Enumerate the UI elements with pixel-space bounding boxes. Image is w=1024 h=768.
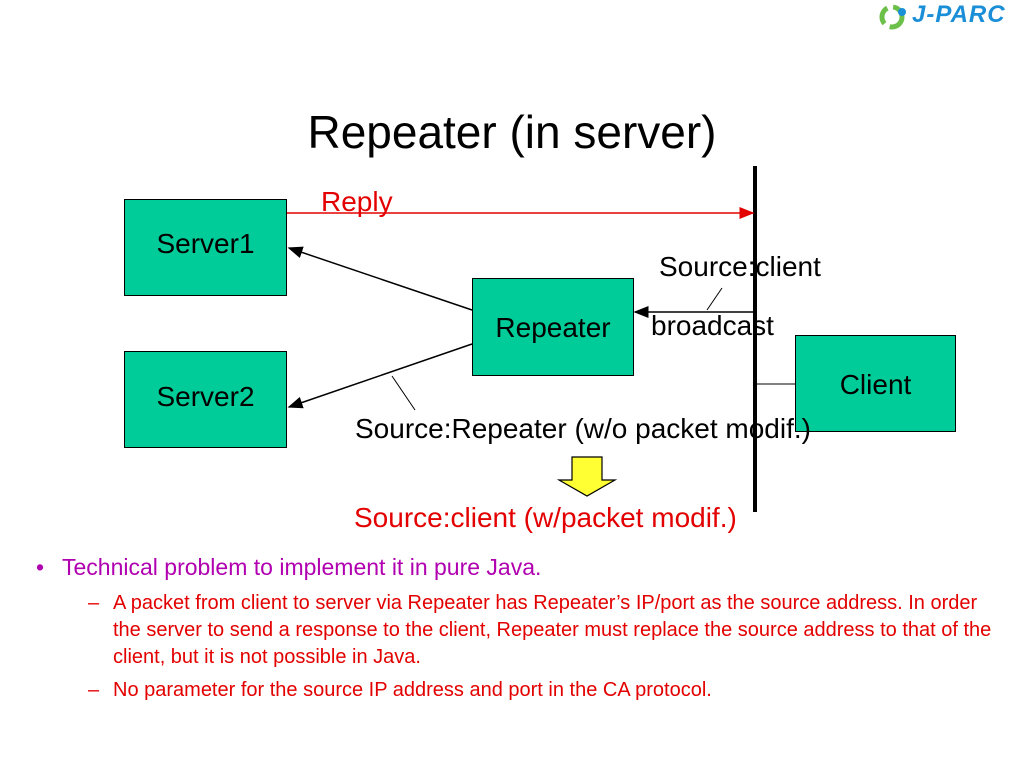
logo-text: J-PARC [912, 1, 1006, 28]
broadcast-label: broadcast [651, 310, 774, 341]
repeater-to-server1-arrow [287, 246, 473, 311]
client-box: Client [795, 335, 956, 432]
sub-bullet-dash: – [88, 592, 100, 614]
sub-bullet-item: – A packet from client to server via Rep… [30, 590, 1000, 671]
sub-bullet-text: No parameter for the source IP address a… [113, 679, 712, 701]
sub-bullet-dash: – [88, 679, 100, 701]
server2-box: Server2 [124, 351, 287, 448]
source-repeater-label: Source:Repeater (w/o packet modif.) [355, 413, 811, 444]
sub-bullet-item: – No parameter for the source IP address… [30, 677, 1000, 704]
j-parc-logo-icon [879, 4, 906, 30]
bullet-list: • Technical problem to implement it in p… [30, 552, 1000, 704]
client-label: Client [839, 368, 912, 400]
repeater-label: Repeater [495, 312, 611, 343]
server1-box: Server1 [124, 199, 287, 296]
source-client-label: Source:client [659, 251, 821, 282]
slide-title: Repeater (in server) [307, 106, 717, 158]
server2-label: Server2 [156, 380, 255, 412]
server1-label: Server1 [156, 227, 255, 259]
bullet-dot: • [36, 554, 45, 580]
repeater-to-server2-arrow [287, 343, 473, 409]
bullet-item: • Technical problem to implement it in p… [30, 552, 1000, 582]
source-client-pointer [706, 287, 723, 311]
sub-bullet-text: A packet from client to server via Repea… [113, 592, 992, 668]
source-client-modif-label: Source:client (w/packet modif.) [354, 502, 737, 533]
reply-label: Reply [321, 186, 393, 217]
source-repeater-pointer [391, 375, 416, 411]
bullet-main-text: Technical problem to implement it in pur… [62, 554, 542, 580]
repeater-box: Repeater [472, 278, 634, 376]
down-arrow-icon [556, 456, 618, 497]
